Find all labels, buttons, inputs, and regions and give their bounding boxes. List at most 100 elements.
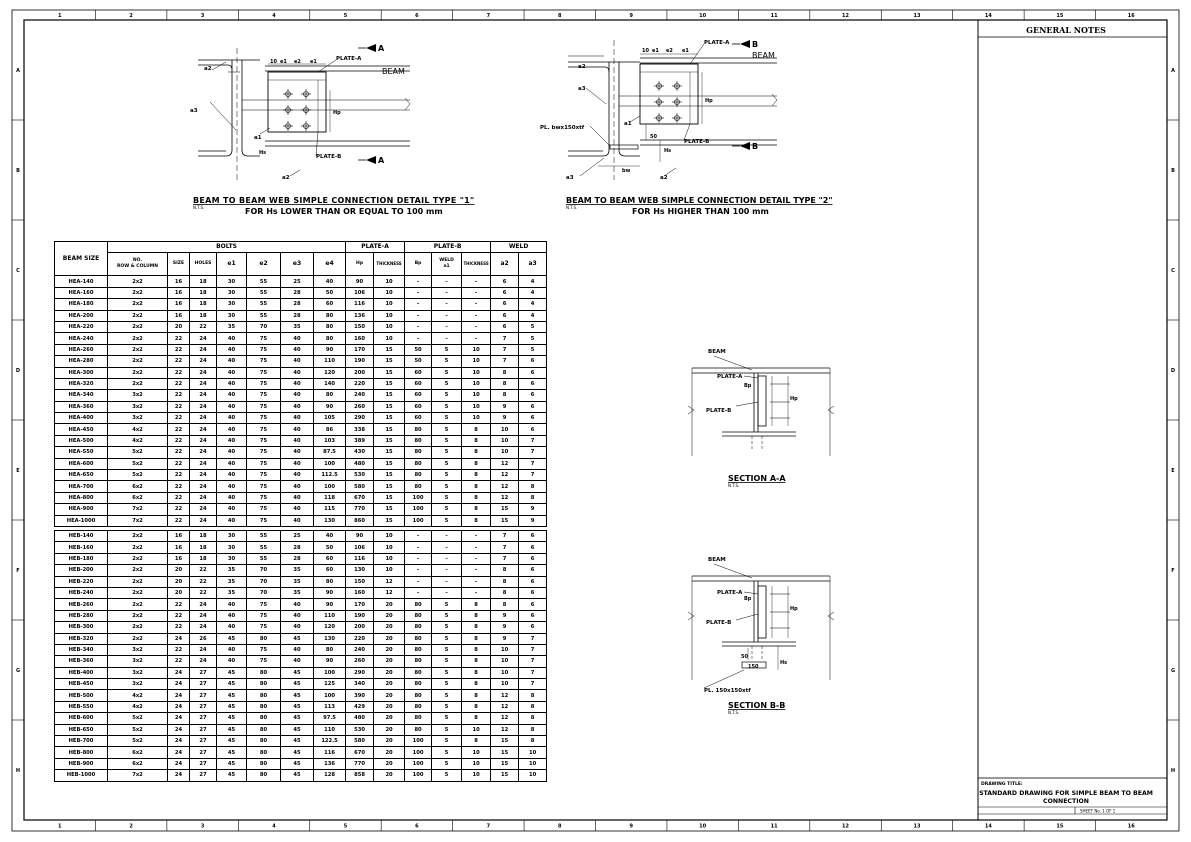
table-cell: 40 (216, 366, 247, 379)
table-cell: 4x2 (107, 423, 168, 436)
table-cell: 22 (167, 655, 190, 668)
table-cell: 24 (189, 609, 217, 623)
table-cell: 40 (216, 332, 247, 345)
table-cell: 10 (461, 412, 492, 425)
table-cell: 80 (404, 712, 433, 725)
detail-type-1-labels: BEAM PLATE-A PLATE-B a1 a2 a2 a3 Hs Hp 1… (190, 44, 405, 181)
table-cell: 9 (490, 400, 520, 414)
table-cell: 128 (312, 769, 347, 782)
table-cell: 240 (345, 643, 375, 657)
table-cell: 7 (518, 434, 548, 448)
sbb-dim-150: 150 (748, 664, 759, 670)
table-cell: 27 (189, 689, 217, 702)
table-cell: 55 (246, 298, 281, 311)
beam-size-cell: HEA-600 (54, 457, 108, 471)
table-cell: 106 (345, 286, 375, 300)
table-cell: 20 (373, 689, 406, 702)
table-cell: 5 (431, 666, 463, 680)
table-cell: 5 (431, 446, 463, 459)
table-cell: 22 (167, 643, 190, 657)
table-cell: 90 (345, 275, 375, 288)
table-cell: 5 (431, 366, 463, 379)
table-cell: 5 (518, 332, 548, 345)
table-cell: 100 (404, 514, 433, 528)
table-cell: 110 (312, 723, 347, 737)
table-cell: 22 (167, 355, 190, 368)
table-cell: – (431, 541, 463, 554)
table-cell: 5 (431, 491, 463, 505)
table-cell: 80 (404, 723, 433, 737)
table-cell: 40 (216, 389, 247, 402)
table-cell: 290 (345, 412, 375, 425)
sbb-title: SECTION B-B (728, 701, 785, 710)
table-cell: 22 (167, 503, 190, 516)
table-cell: 22 (167, 446, 190, 459)
table-cell: 40 (216, 355, 247, 368)
table-cell: 24 (189, 343, 217, 357)
table-cell: 16 (167, 286, 190, 300)
table-cell: 260 (345, 655, 375, 668)
table-cell: 10 (373, 564, 406, 577)
beam-size-cell: HEB-900 (54, 757, 108, 771)
d1-hp-label: Hp (333, 110, 341, 116)
column-marker: 16 (1128, 824, 1135, 830)
table-cell: 80 (246, 757, 281, 771)
table-cell: 15 (373, 503, 406, 516)
saa-plate-a-label: PLATE-A (717, 374, 743, 380)
table-cell: 75 (246, 343, 281, 357)
table-cell: 200 (345, 366, 375, 379)
column-marker: 1 (58, 824, 62, 830)
table-cell: 55 (246, 309, 281, 322)
beam-size-cell: HEA-700 (54, 480, 108, 493)
table-cell: 22 (167, 598, 190, 611)
table-cell: 8 (518, 491, 548, 505)
table-cell: 40 (280, 621, 314, 634)
detail-type-2-labels: BEAM PLATE-A PLATE-B PL. bwx150xtf a1 a2… (540, 40, 775, 181)
table-cell: 24 (189, 355, 217, 368)
table-cell: 5x2 (107, 712, 168, 725)
table-cell: 5 (431, 423, 463, 436)
table-cell: 80 (404, 643, 433, 657)
table-cell: 45 (216, 746, 247, 759)
table-cell: 7 (490, 529, 520, 543)
table-cell: 106 (345, 541, 375, 554)
row-marker: F (1171, 568, 1174, 574)
table-cell: 35 (280, 564, 314, 577)
table-cell: 40 (216, 434, 247, 448)
table-cell: 80 (246, 723, 281, 737)
table-cell: 6 (518, 377, 548, 391)
table-cell: 20 (373, 757, 406, 771)
section-aa (687, 355, 835, 456)
table-cell: 30 (216, 552, 247, 566)
table-cell: – (404, 298, 433, 311)
table-cell: 4x2 (107, 700, 168, 714)
table-cell: 75 (246, 514, 281, 528)
table-cell: 22 (189, 586, 217, 600)
table-cell: 170 (345, 343, 375, 357)
beam-size-cell: HEA-320 (54, 377, 108, 391)
table-cell: 70 (246, 320, 281, 334)
table-cell: 7 (490, 332, 520, 345)
d1-plate-a-label: PLATE-A (336, 56, 362, 62)
table-cell: 22 (167, 609, 190, 623)
table-cell: 8 (461, 503, 492, 516)
table-cell: 8 (461, 609, 492, 623)
d2-caption: BEAM TO BEAM WEB SIMPLE CONNECTION DETAI… (566, 196, 833, 205)
sbb-nts: N.T.S. (728, 710, 739, 715)
table-cell: 22 (167, 491, 190, 505)
sbb-bp-label: Bp (744, 596, 752, 602)
table-cell: 40 (280, 434, 314, 448)
table-cell: 7x2 (107, 503, 168, 516)
saa-plate-b-label: PLATE-B (706, 408, 731, 414)
table-cell: 130 (345, 564, 375, 577)
table-cell: 6 (518, 389, 548, 402)
table-cell: 10 (490, 643, 520, 657)
beam-size-cell: HEB-400 (54, 666, 108, 680)
